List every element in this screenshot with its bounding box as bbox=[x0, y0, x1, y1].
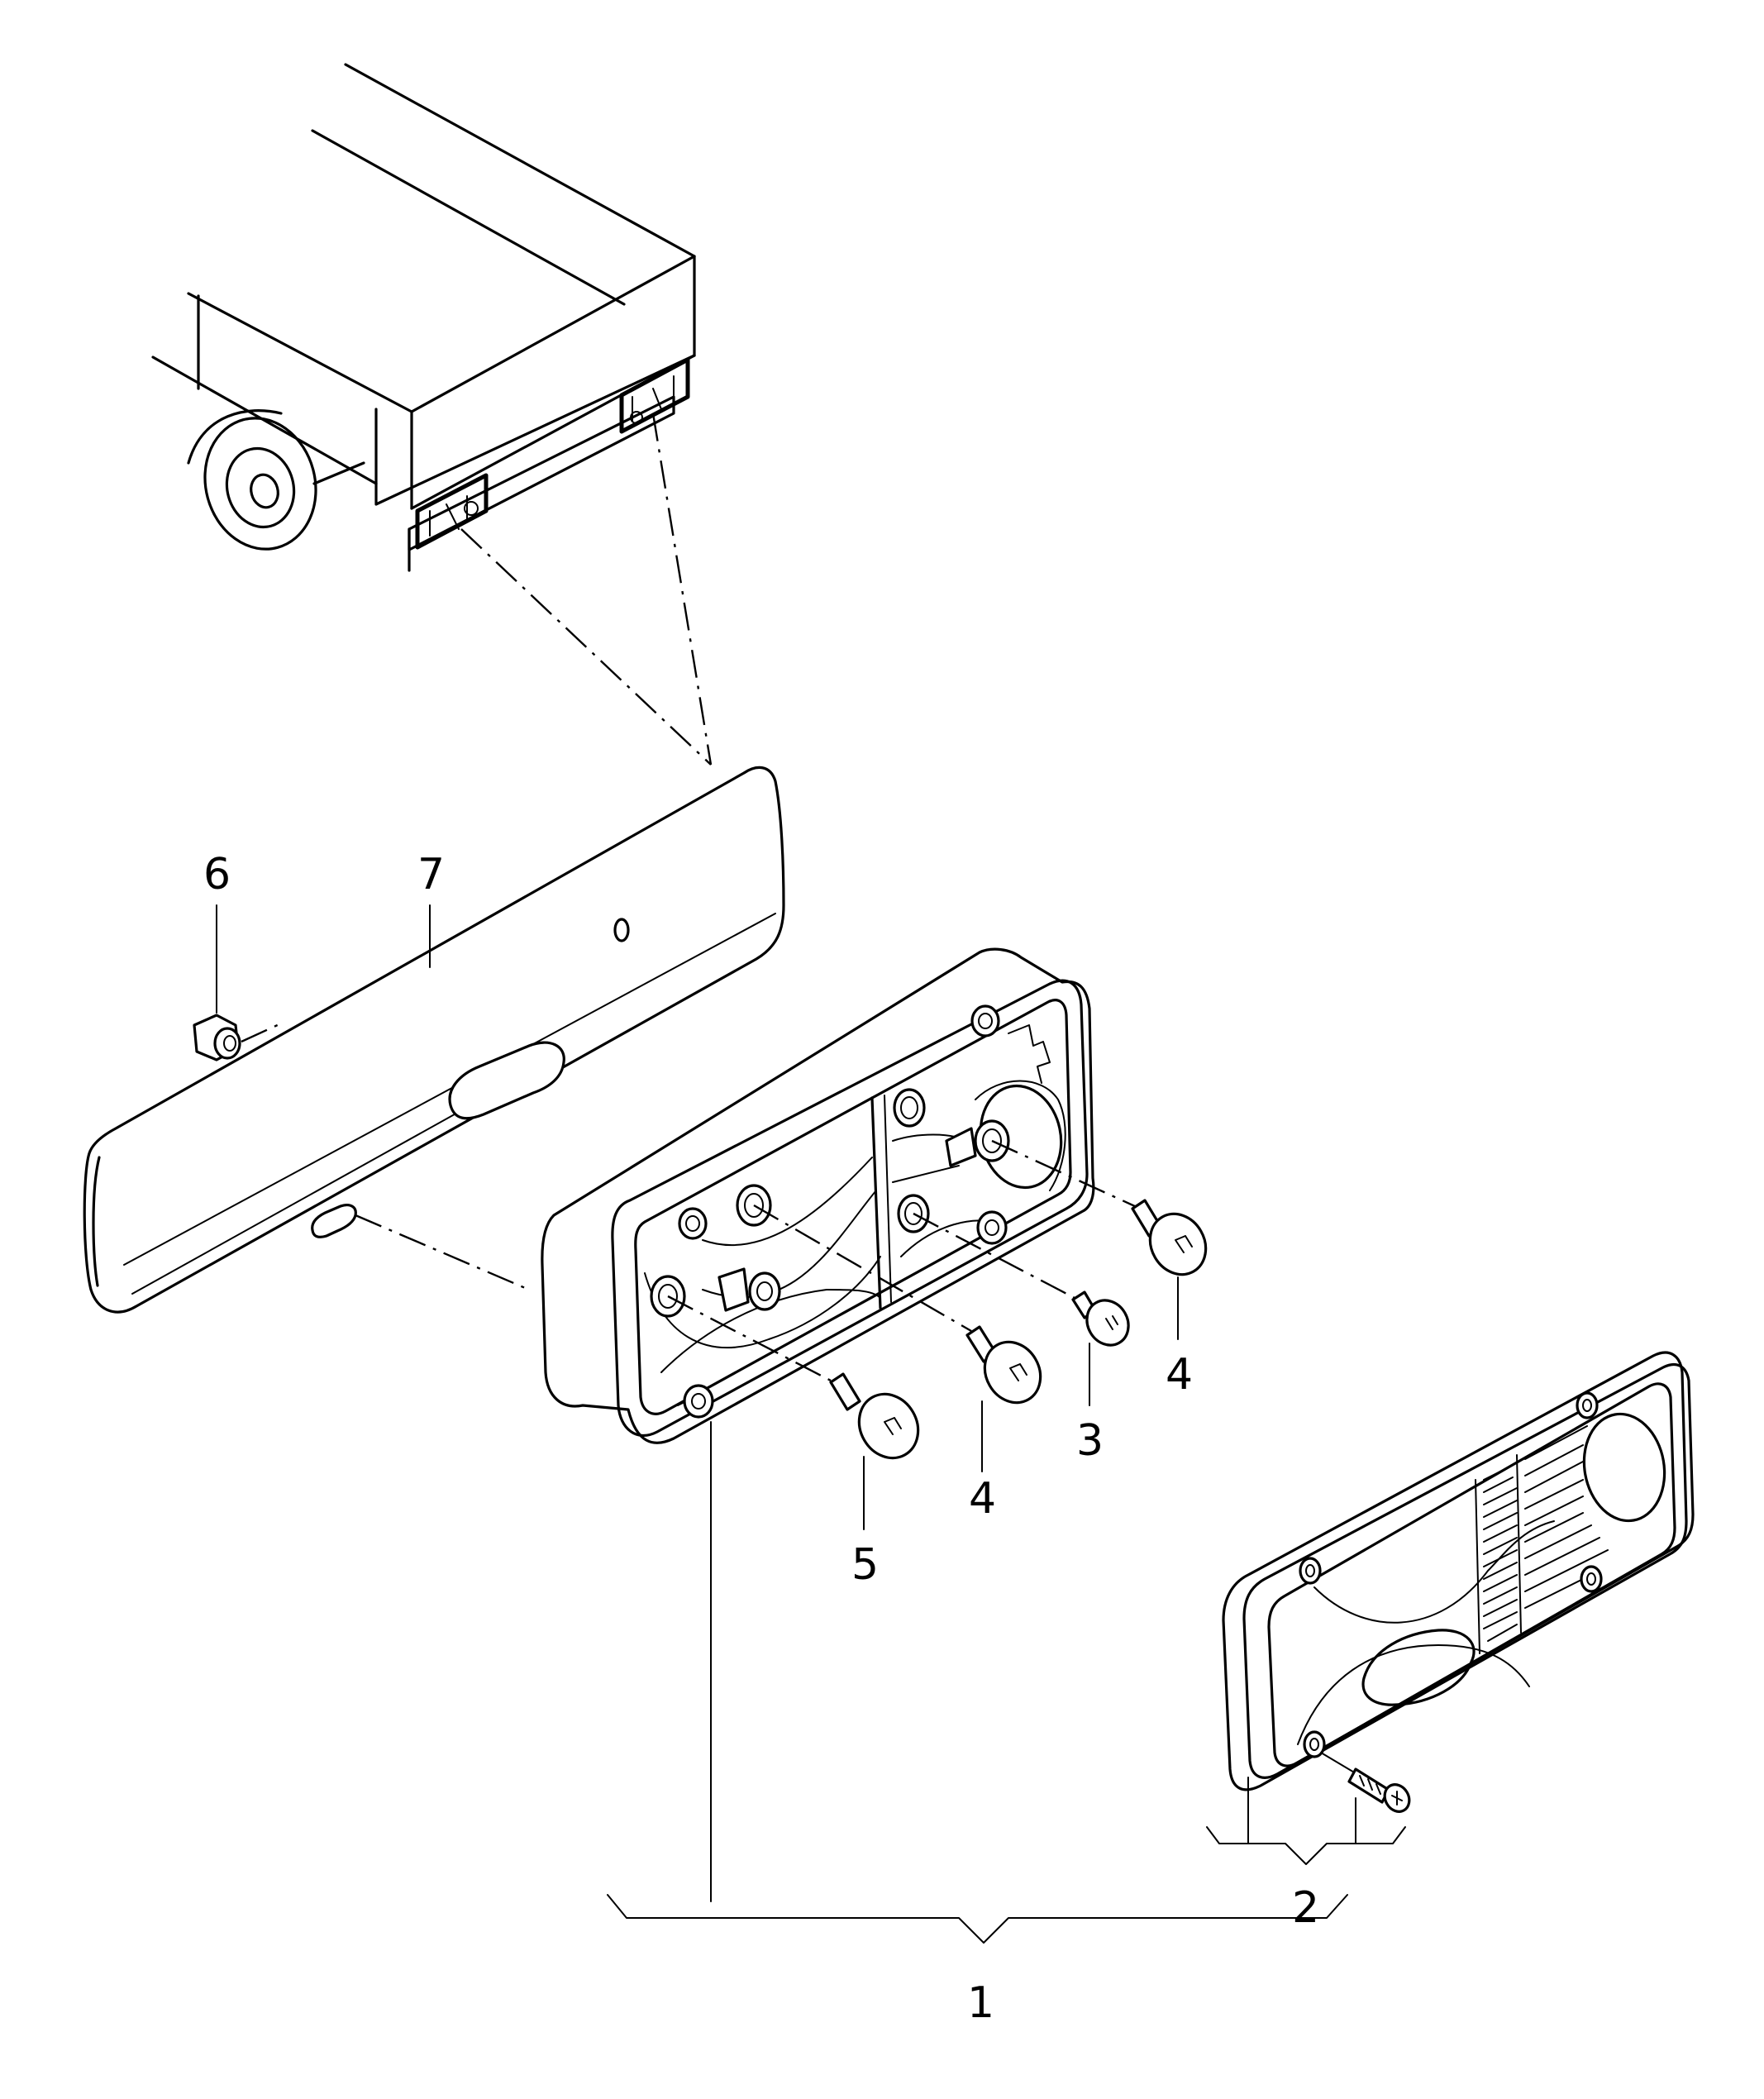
bulb-part-4-left bbox=[965, 1325, 1042, 1405]
callout-7: 7 bbox=[417, 850, 445, 899]
bulb-part-4-right bbox=[1131, 1199, 1208, 1276]
lens-part-2 bbox=[1222, 1351, 1695, 1791]
housing-screw-bosses bbox=[678, 1004, 1008, 1419]
lens-hatching bbox=[1483, 1425, 1609, 1642]
callout-3: 3 bbox=[1076, 1416, 1104, 1466]
callout-4-right: 4 bbox=[1166, 1350, 1193, 1400]
lens-screw bbox=[1320, 1752, 1411, 1813]
nut-part-6 bbox=[193, 1014, 241, 1061]
callout-6: 6 bbox=[203, 850, 231, 899]
lamp-housing-assembly bbox=[541, 947, 1095, 1444]
callout-5: 5 bbox=[851, 1540, 879, 1590]
truck-rear-illustration bbox=[151, 63, 696, 572]
bulb-part-5 bbox=[829, 1372, 920, 1460]
callout-4-left: 4 bbox=[969, 1474, 996, 1524]
callout-2: 2 bbox=[1292, 1883, 1319, 1933]
bulb-part-3 bbox=[1071, 1290, 1130, 1347]
callout-1: 1 bbox=[967, 1978, 994, 2028]
housing-bulb-sockets bbox=[650, 1088, 1010, 1318]
